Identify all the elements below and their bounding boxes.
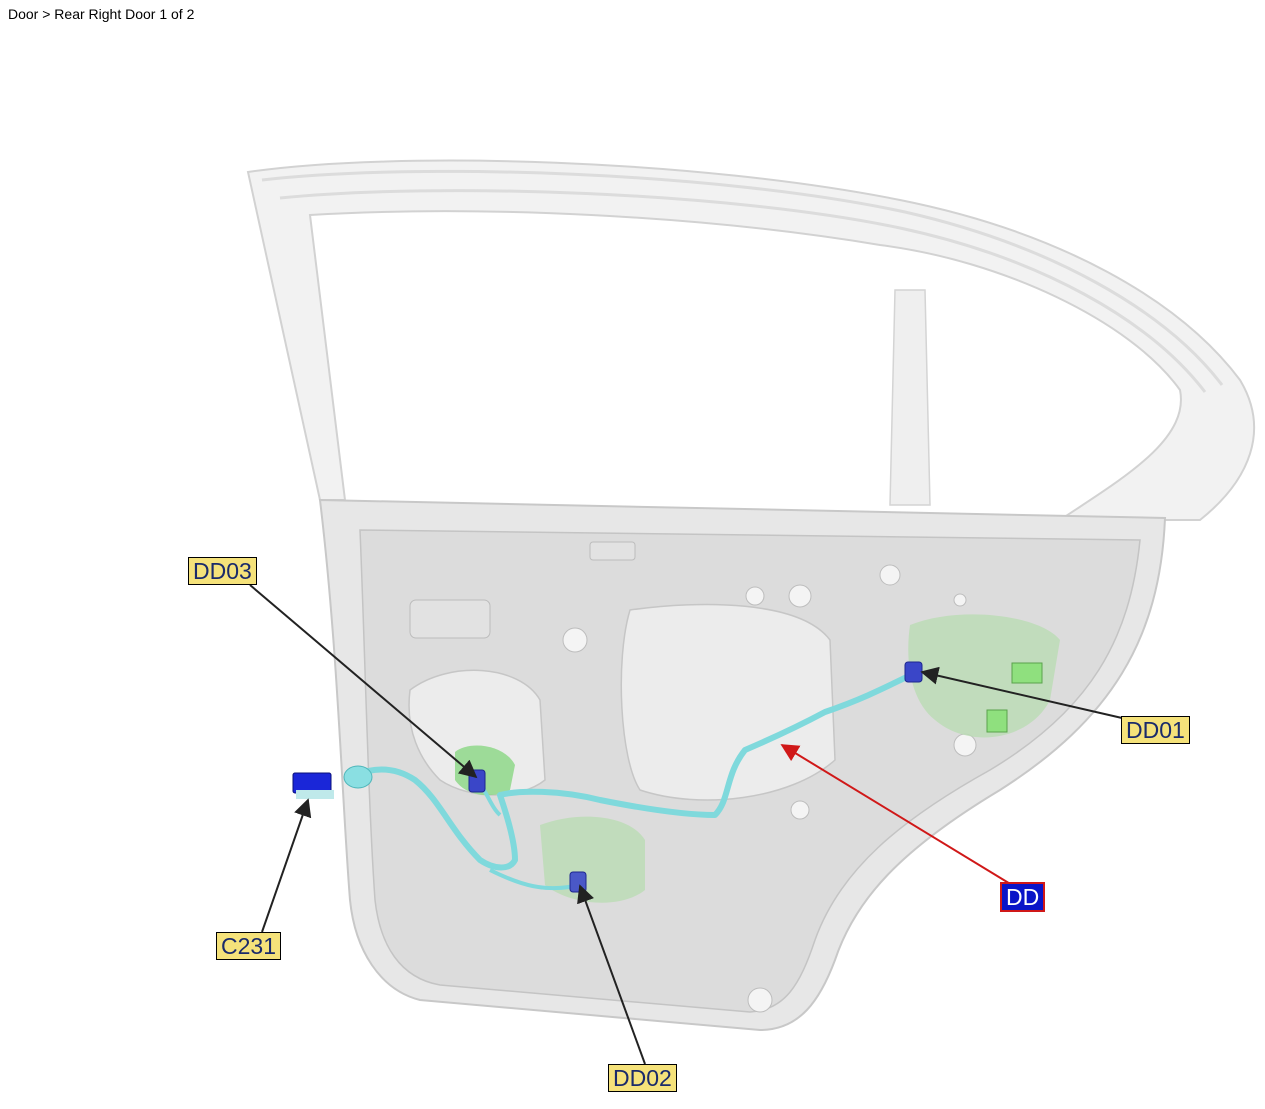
dd-leader: [780, 744, 1013, 886]
callout-dd01[interactable]: DD01: [1121, 716, 1190, 744]
door-components: [455, 614, 1060, 903]
callout-dd02[interactable]: DD02: [608, 1064, 677, 1092]
dd02-leader: [577, 884, 646, 1065]
dd03-leader: [249, 584, 478, 779]
breadcrumb: Door > Rear Right Door 1 of 2: [8, 6, 195, 22]
callout-dd[interactable]: DD: [1000, 882, 1046, 912]
leader-lines: [249, 584, 1123, 1065]
c231-connector-cap: [296, 790, 334, 799]
callout-dd03[interactable]: DD03: [188, 557, 257, 585]
door-panel: [318, 498, 1167, 1032]
window-frame: [246, 159, 1255, 521]
dd01-connector: [904, 661, 923, 683]
dd02-connector: [569, 871, 587, 893]
callout-c231[interactable]: C231: [216, 932, 281, 960]
dd01-leader: [920, 666, 1123, 719]
c231-leader: [261, 798, 312, 933]
